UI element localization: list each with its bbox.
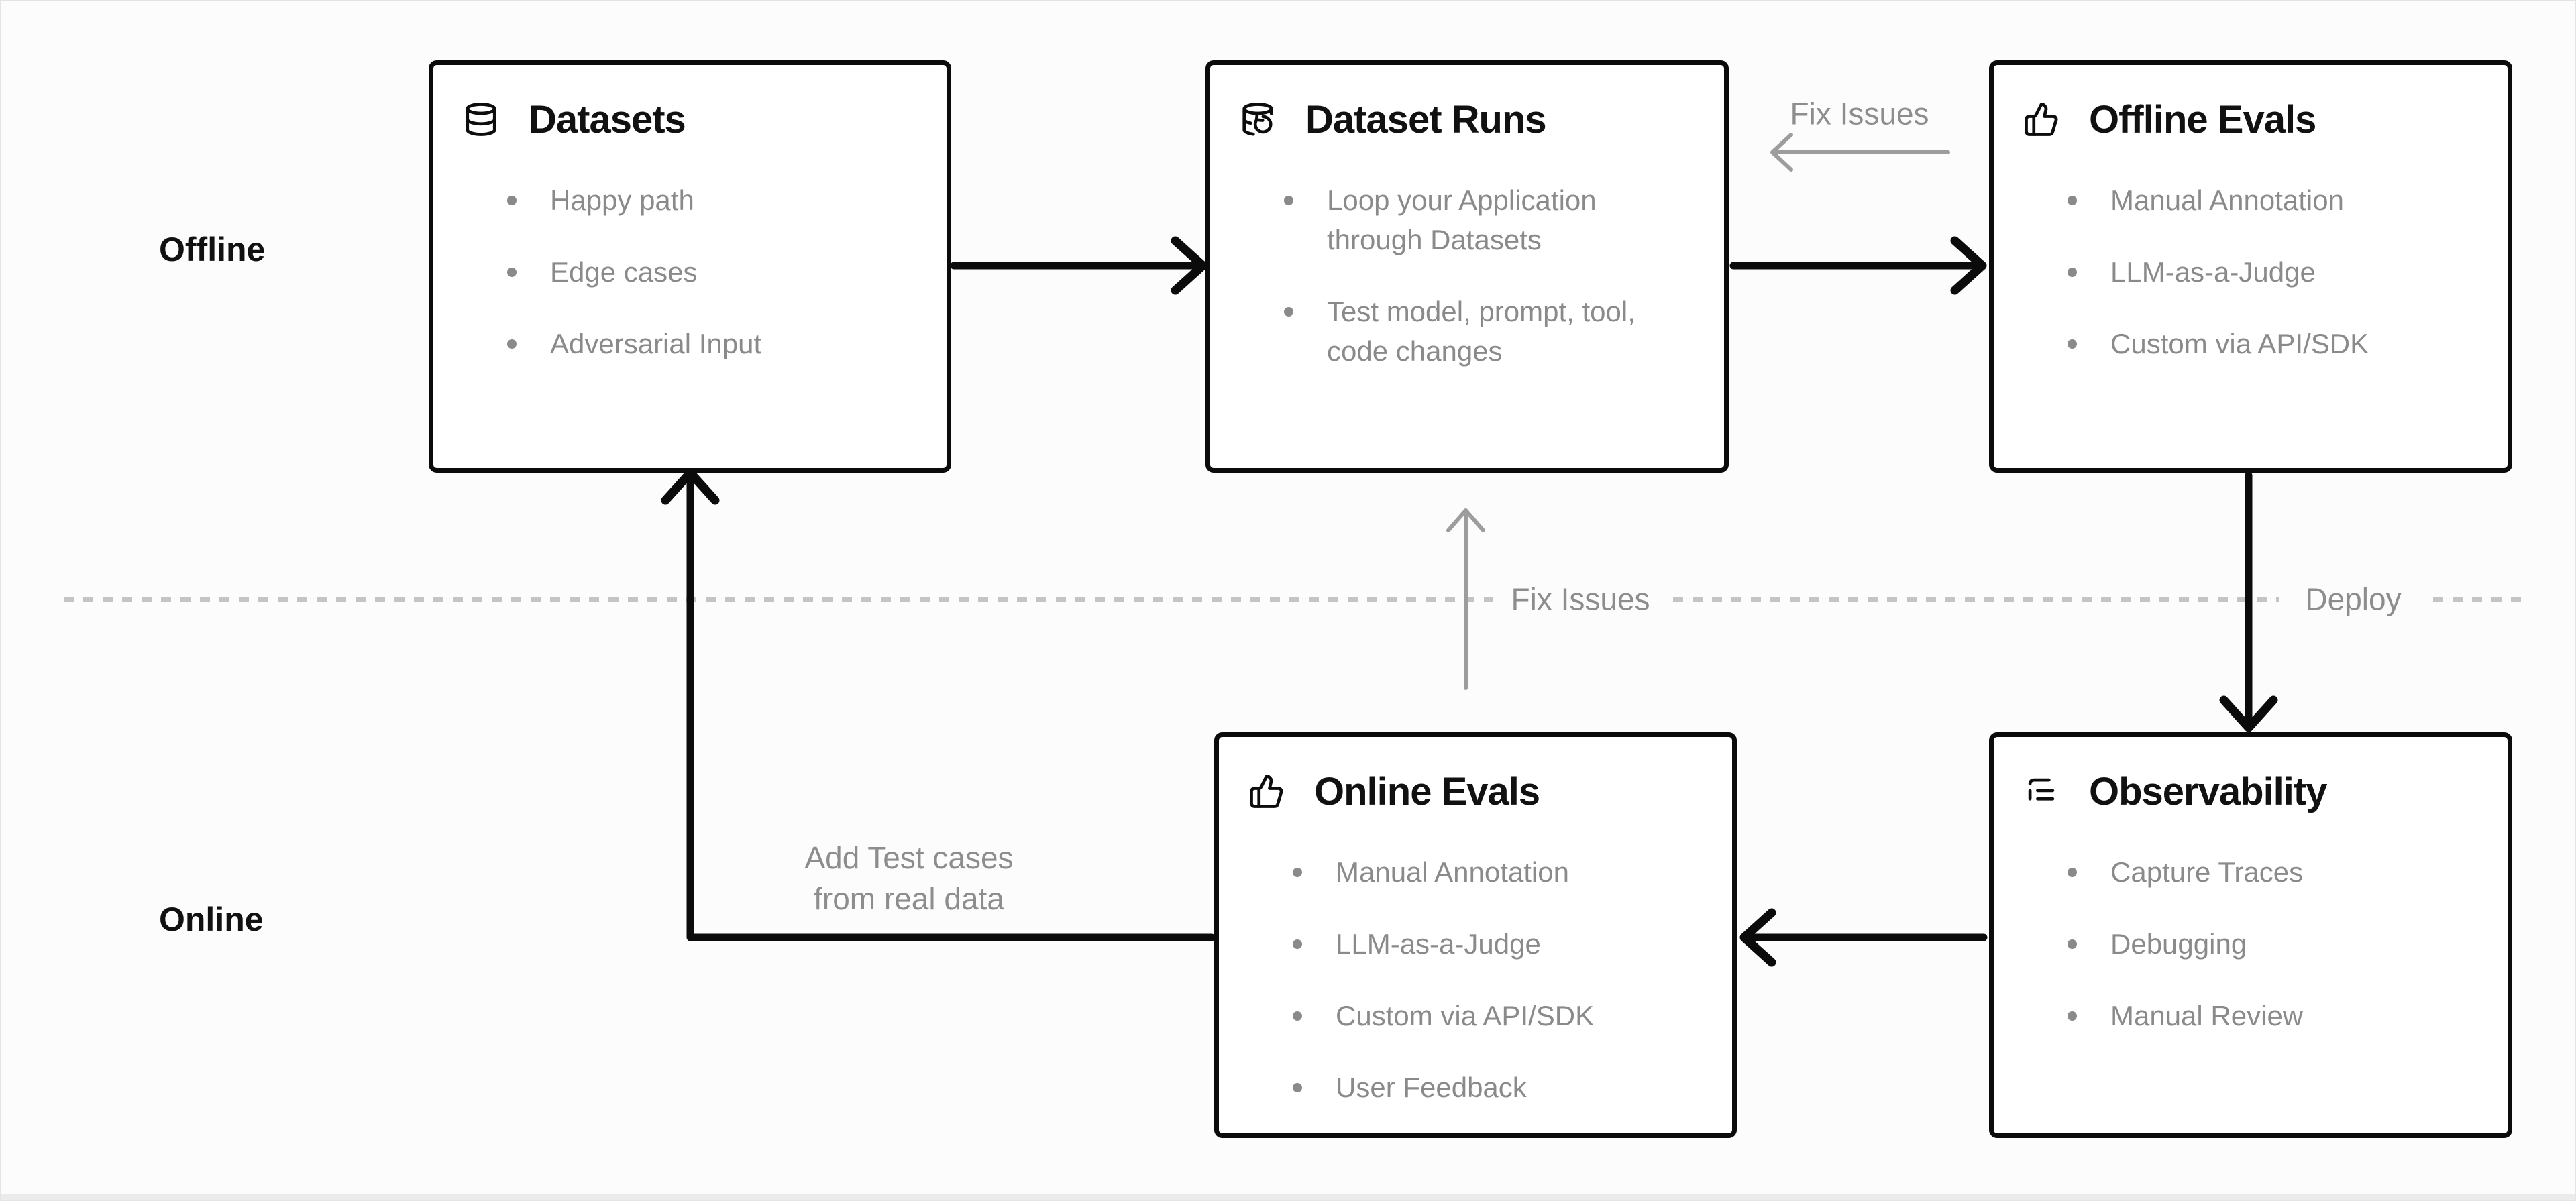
thumbs-up-icon: [2023, 101, 2059, 137]
bullet-item: Capture Traces: [2023, 852, 2481, 892]
bullet-item: Adversarial Input: [463, 324, 920, 363]
bullet-item: Custom via API/SDK: [2023, 324, 2481, 363]
dataset-runs-box: Dataset Runs Loop your Application throu…: [1205, 60, 1729, 473]
arrow-fix-issues-top: [1770, 133, 1950, 172]
bullet-item: Manual Review: [2023, 996, 2481, 1035]
add-test-cases-label: Add Test cases from real data: [804, 840, 1014, 916]
online-lane-label: Online: [159, 901, 264, 938]
bottom-track: [1, 1194, 2575, 1200]
bullet-item: Loop your Application through Datasets: [1240, 180, 1697, 260]
box-title: Observability: [2089, 769, 2327, 813]
arrow-offline-evals-to-observability: [2219, 471, 2278, 732]
offline-lane-label: Offline: [159, 231, 266, 268]
dataset-runs-title-row: Dataset Runs: [1240, 97, 1697, 141]
bullet-item: Custom via API/SDK: [1248, 996, 1705, 1035]
datasets-title-row: Datasets: [463, 97, 920, 141]
box-title: Offline Evals: [2089, 97, 2316, 141]
arrow-online-evals-to-datasets: [661, 468, 1216, 941]
bullet-item: Test model, prompt, tool, code changes: [1240, 292, 1697, 371]
bullet-item: Debugging: [2023, 924, 2481, 964]
thumbs-up-icon: [1248, 773, 1285, 809]
deploy-label: Deploy: [2305, 581, 2402, 617]
bullet-item: LLM-as-a-Judge: [1248, 924, 1705, 964]
list-tree-icon: [2023, 773, 2059, 809]
bullet-item: LLM-as-a-Judge: [2023, 252, 2481, 292]
box-title: Online Evals: [1314, 769, 1540, 813]
fix-issues-mid-label: Fix Issues: [1511, 581, 1650, 617]
bullet-item: User Feedback: [1248, 1068, 1705, 1107]
online-evals-title-row: Online Evals: [1248, 769, 1705, 813]
fix-issues-top-label: Fix Issues: [1790, 96, 1929, 131]
database-refresh-icon: [1240, 101, 1276, 137]
bullet-item: Manual Annotation: [1248, 852, 1705, 892]
arrow-dataset-runs-to-offline-evals: [1729, 236, 1987, 295]
bullet-item: Happy path: [463, 180, 920, 220]
box-title: Dataset Runs: [1305, 97, 1547, 141]
arrow-fix-issues-mid: [1446, 508, 1485, 690]
arrow-datasets-to-dataset-runs: [950, 236, 1208, 295]
database-icon: [463, 101, 499, 137]
bullet-item: Manual Annotation: [2023, 180, 2481, 220]
observability-title-row: Observability: [2023, 769, 2481, 813]
arrow-observability-to-online-evals: [1739, 908, 1988, 967]
box-title: Datasets: [529, 97, 686, 141]
bullet-item: Edge cases: [463, 252, 920, 292]
offline-evals-title-row: Offline Evals: [2023, 97, 2481, 141]
